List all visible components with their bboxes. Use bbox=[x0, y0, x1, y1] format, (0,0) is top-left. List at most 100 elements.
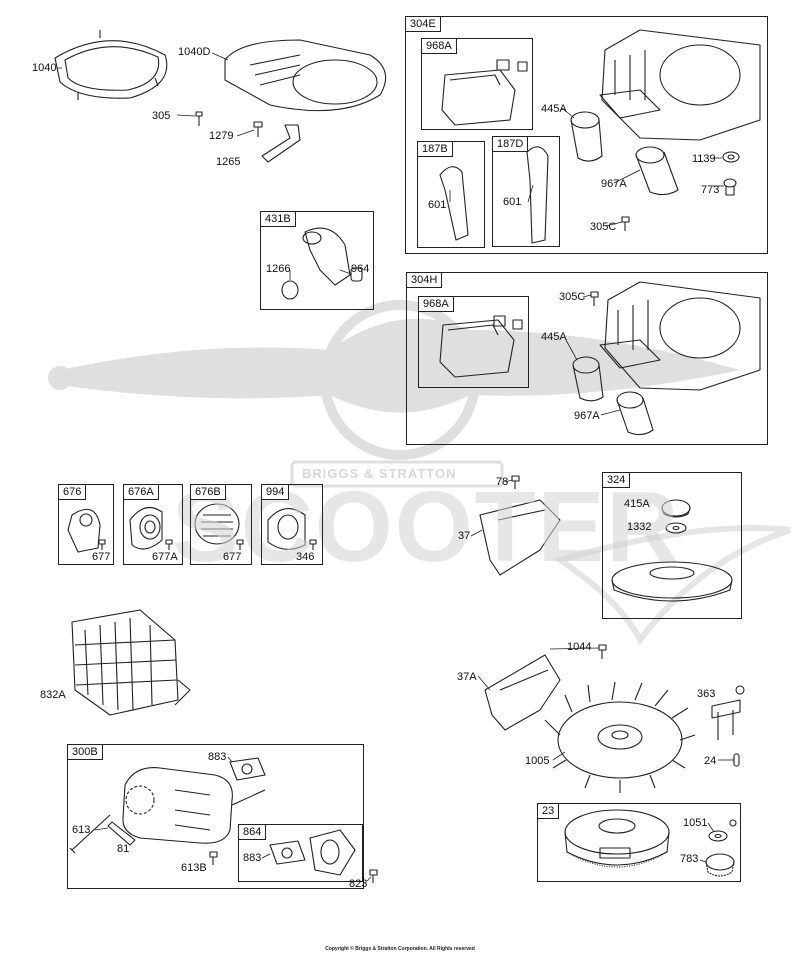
label-305C-1: 305C bbox=[590, 221, 617, 233]
part-677A-screw bbox=[165, 539, 173, 550]
part-832A-guard bbox=[71, 609, 191, 716]
box-23-tag: 23 bbox=[538, 804, 560, 819]
part-864-deflector bbox=[309, 829, 356, 876]
label-346: 346 bbox=[296, 551, 315, 563]
label-78: 78 bbox=[496, 476, 509, 488]
part-1265-bracket bbox=[261, 124, 301, 163]
box-187D-tag: 187D bbox=[493, 137, 529, 152]
part-994-cover bbox=[267, 508, 306, 550]
box-994: 994 bbox=[261, 484, 323, 565]
box-431B: 431B bbox=[260, 211, 374, 310]
watermark-knob bbox=[48, 366, 72, 390]
part-968A-air-cleaner-2 bbox=[439, 315, 523, 378]
part-300B-muffler bbox=[122, 767, 266, 844]
part-305-screw bbox=[195, 111, 203, 126]
label-773: 773 bbox=[701, 184, 720, 196]
box-968A-1-tag: 968A bbox=[422, 39, 457, 54]
leader-lines bbox=[57, 52, 734, 882]
label-305: 305 bbox=[152, 110, 171, 122]
part-823-screw bbox=[369, 869, 378, 883]
part-967A-cartridge-1 bbox=[635, 146, 679, 196]
part-883-gasket-2 bbox=[269, 840, 306, 865]
part-676B-cover bbox=[194, 503, 240, 545]
part-1040-ring bbox=[54, 30, 168, 100]
label-823: 823 bbox=[349, 878, 368, 890]
watermark-big-text: SCOOTER bbox=[172, 471, 681, 583]
label-613: 613 bbox=[72, 824, 91, 836]
watermark-badge-text: BRIGGS & STRATTON bbox=[302, 466, 457, 481]
part-305C-screw-1 bbox=[621, 216, 630, 231]
part-601-tube-2 bbox=[526, 146, 549, 244]
label-601-2: 601 bbox=[503, 196, 522, 208]
box-187D: 187D bbox=[492, 136, 560, 247]
label-1332: 1332 bbox=[627, 521, 652, 533]
label-1044: 1044 bbox=[567, 641, 592, 653]
part-1040D-shroud bbox=[224, 39, 387, 112]
part-24-pin bbox=[733, 753, 740, 767]
box-324: 324 bbox=[602, 472, 742, 619]
label-601-1: 601 bbox=[428, 199, 447, 211]
part-346-screw bbox=[309, 539, 317, 550]
box-304E-tag: 304E bbox=[406, 17, 441, 32]
label-415A: 415A bbox=[624, 498, 650, 510]
part-445A-filter-2 bbox=[572, 356, 604, 402]
part-964-plug bbox=[350, 267, 363, 282]
part-1139-washer bbox=[722, 151, 740, 163]
label-1279: 1279 bbox=[209, 130, 234, 142]
label-37: 37 bbox=[458, 530, 471, 542]
label-445A-2: 445A bbox=[541, 331, 567, 343]
part-304E-housing bbox=[599, 29, 761, 141]
label-832A: 832A bbox=[40, 689, 66, 701]
part-677-screw-2 bbox=[236, 539, 244, 550]
label-677A: 677A bbox=[152, 551, 178, 563]
box-187B-tag: 187B bbox=[418, 142, 453, 157]
box-324-tag: 324 bbox=[603, 473, 631, 488]
box-676A: 676A bbox=[123, 484, 183, 565]
part-1266-gasket bbox=[281, 280, 299, 300]
box-968A-2-tag: 968A bbox=[419, 297, 454, 312]
box-676B: 676B bbox=[190, 484, 252, 565]
box-676B-tag: 676B bbox=[191, 485, 226, 500]
part-677-screw-1 bbox=[98, 539, 106, 550]
box-864: 864 bbox=[238, 824, 363, 882]
label-967A-1: 967A bbox=[601, 178, 627, 190]
label-24: 24 bbox=[704, 755, 717, 767]
label-37A: 37A bbox=[457, 671, 477, 683]
box-676-tag: 676 bbox=[59, 485, 87, 500]
part-1332-washer bbox=[665, 522, 687, 534]
part-883-gasket-1 bbox=[229, 757, 266, 781]
part-1051-washer bbox=[708, 819, 737, 842]
box-304H: 304H bbox=[406, 272, 768, 445]
label-883-1: 883 bbox=[208, 751, 227, 763]
part-431B-elbow bbox=[302, 227, 351, 286]
watermark bbox=[48, 300, 791, 646]
box-300B: 300B bbox=[67, 744, 364, 889]
part-613-bolt bbox=[69, 814, 111, 854]
part-613B-screw bbox=[209, 851, 218, 865]
box-968A-1: 968A bbox=[421, 38, 533, 130]
label-1265: 1265 bbox=[216, 156, 241, 168]
label-1051: 1051 bbox=[683, 817, 708, 829]
watermark-emblem bbox=[320, 300, 480, 460]
part-968A-air-cleaner-1 bbox=[441, 59, 528, 126]
box-968A-2: 968A bbox=[418, 296, 529, 388]
label-783: 783 bbox=[680, 853, 699, 865]
label-305C-2: 305C bbox=[559, 291, 586, 303]
part-1005-fan bbox=[544, 681, 696, 793]
box-304H-tag: 304H bbox=[407, 273, 443, 288]
label-883-2: 883 bbox=[243, 852, 262, 864]
label-1139: 1139 bbox=[692, 153, 716, 165]
box-304E: 304E bbox=[405, 16, 768, 254]
box-676A-tag: 676A bbox=[124, 485, 159, 500]
part-81-plate bbox=[107, 821, 136, 846]
part-37-guard bbox=[479, 499, 561, 576]
watermark-scooter-bar bbox=[60, 318, 740, 413]
part-23-flywheel bbox=[564, 809, 670, 868]
label-1040D: 1040D bbox=[178, 46, 211, 58]
part-304H-housing bbox=[599, 281, 761, 391]
label-363: 363 bbox=[697, 688, 716, 700]
label-613B: 613B bbox=[181, 862, 207, 874]
label-81: 81 bbox=[117, 843, 130, 855]
box-431B-tag: 431B bbox=[261, 212, 296, 227]
